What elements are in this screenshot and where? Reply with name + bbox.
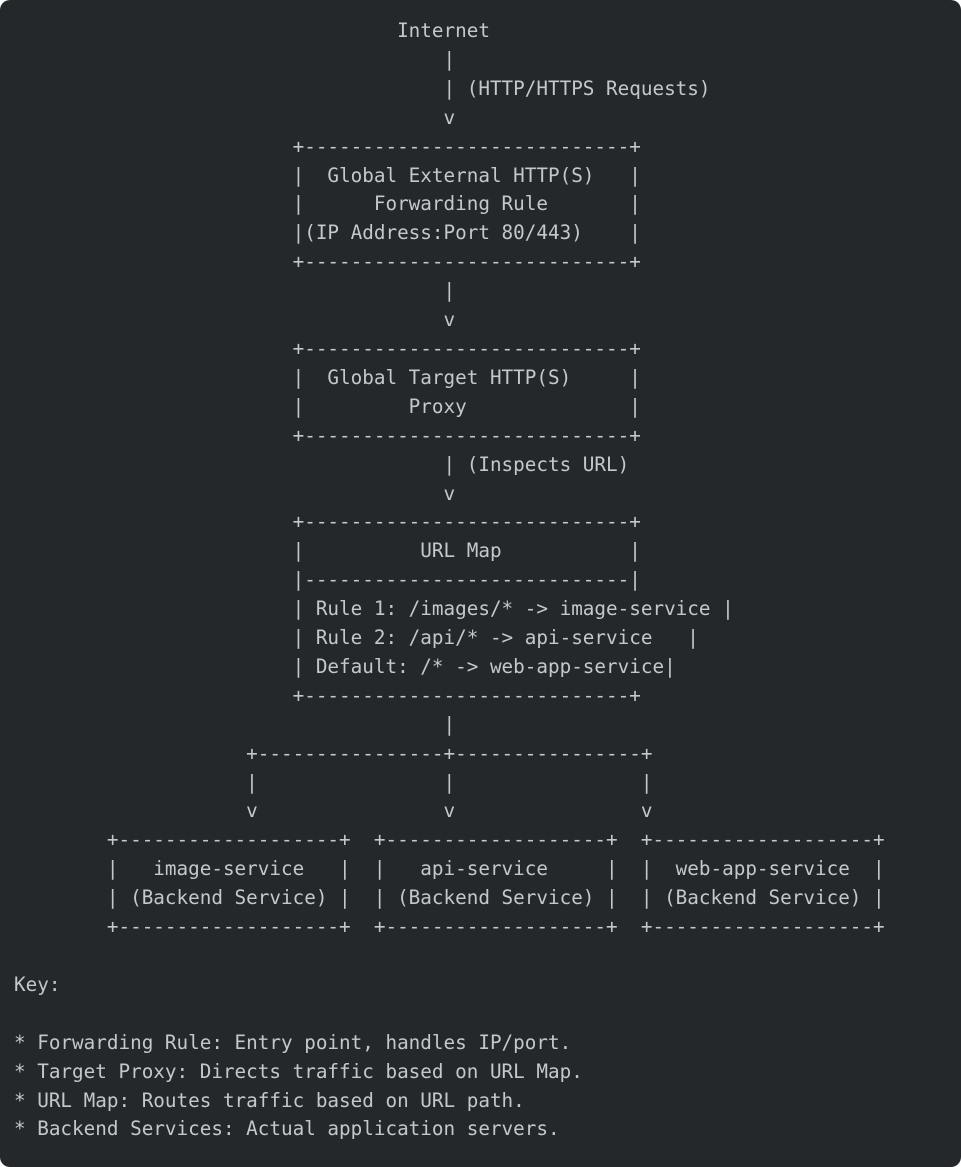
load-balancer-ascii-diagram: Internet | | (HTTP/HTTPS Requests) v +--…	[106, 19, 885, 939]
key-heading: Key:	[14, 972, 61, 996]
key-items: * Forwarding Rule: Entry point, handles …	[14, 1030, 583, 1141]
